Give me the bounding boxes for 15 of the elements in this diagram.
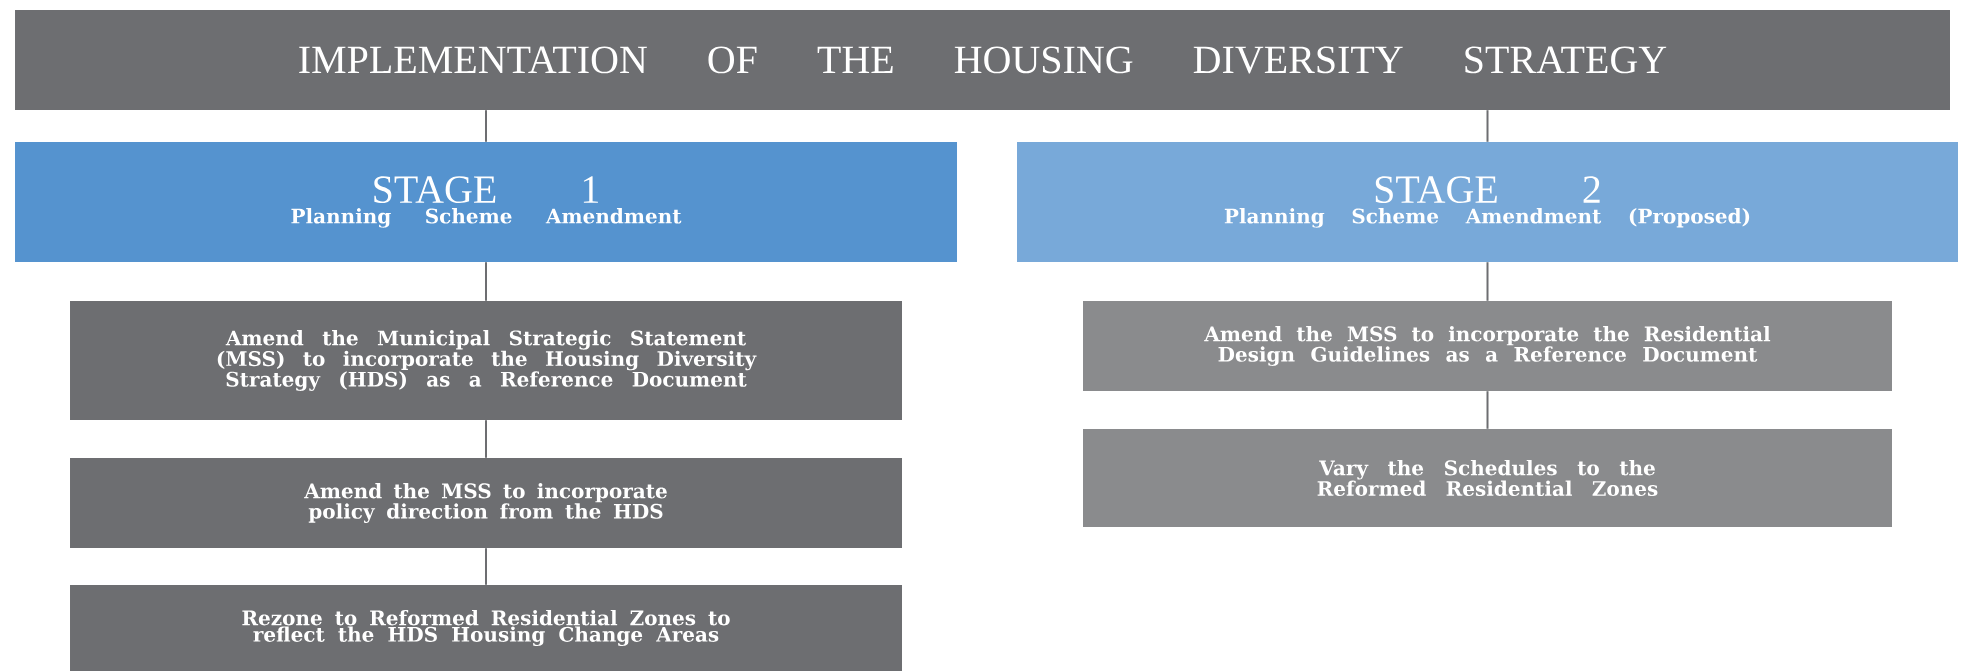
connector-line bbox=[485, 419, 487, 459]
connector-line bbox=[1486, 261, 1489, 302]
step-box: Rezone to Reformed Residential Zones to reflect the HDS Housing Change Areas bbox=[70, 585, 902, 671]
stage-box: STAGE 1 Planning Scheme Amendment bbox=[15, 142, 957, 262]
step-box: Vary the Schedules to the Reformed Residential Zones bbox=[1083, 429, 1892, 527]
title-banner: IMPLEMENTATION OF THE HOUSING DIVERSITY STRATEGY bbox=[15, 10, 1950, 110]
connector-line bbox=[485, 547, 487, 586]
step-box: Amend the MSS to incorporate the Residential Design Guidelines as a Reference Document bbox=[1083, 301, 1892, 391]
connector-line bbox=[1486, 390, 1489, 430]
stage-box: STAGE 2 Planning Scheme Amendment (Proposed) bbox=[1017, 142, 1958, 262]
connector-line bbox=[485, 109, 487, 143]
connector-line bbox=[1486, 109, 1489, 143]
step-box: Amend the Municipal Strategic Statement (MSS) to incorporate the Housing Diversity Strategy (HDS) as a Reference Document bbox=[70, 301, 902, 420]
connector-line bbox=[485, 261, 487, 302]
step-box: Amend the MSS to incorporate policy direction from the HDS bbox=[70, 458, 902, 548]
